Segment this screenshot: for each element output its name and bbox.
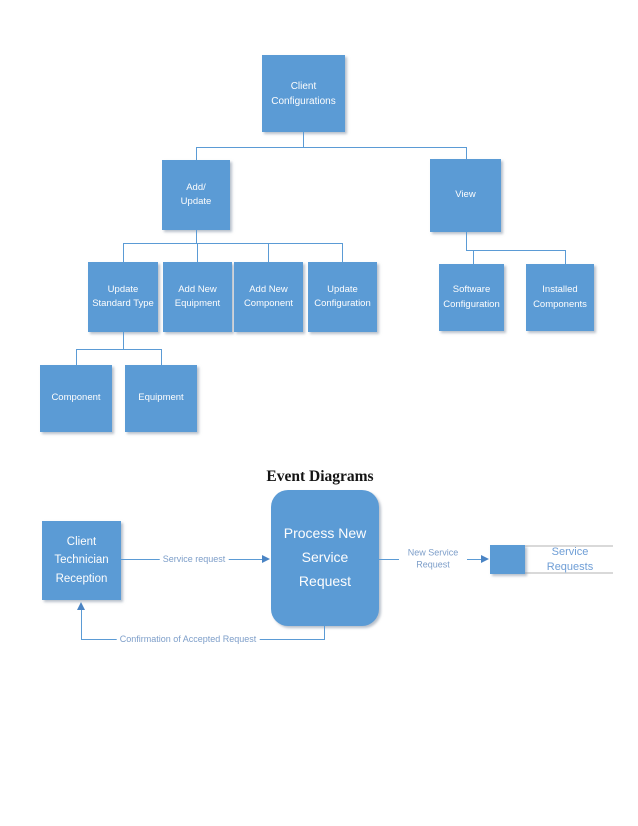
tree-node-equipment: Equipment: [125, 365, 197, 432]
arrow-head-right-icon: [481, 555, 489, 563]
connector-line: [303, 132, 304, 147]
flow-line-confirmation: [324, 626, 325, 640]
tree-node-update-standard-type: Update Standard Type: [88, 262, 158, 332]
tree-node-add-new-component: Add New Component: [234, 262, 303, 332]
data-store-id-box: [490, 545, 525, 574]
tree-node-installed-components: Installed Components: [526, 264, 594, 331]
connector-line: [466, 250, 565, 251]
connector-line: [197, 243, 198, 262]
flow-line-confirmation: [81, 610, 82, 640]
connector-line: [161, 349, 162, 365]
data-store-bottom-line: [490, 572, 613, 574]
data-store-top-line: [490, 545, 613, 547]
process-new-service-request: Process New Service Request: [271, 490, 379, 626]
connector-line: [123, 332, 124, 349]
connector-line: [123, 243, 124, 262]
flow-label-confirmation: Confirmation of Accepted Request: [116, 634, 260, 646]
connector-line: [466, 232, 467, 250]
connector-line: [123, 243, 343, 244]
tree-node-software-configuration: Software Configuration: [439, 264, 504, 331]
connector-line: [342, 243, 343, 262]
connector-line: [196, 147, 197, 160]
flow-label-new-service-request: New Service Request: [399, 547, 467, 571]
data-store-label: Service Requests: [546, 546, 594, 573]
tree-node-add-new-equipment: Add New Equipment: [163, 262, 232, 332]
connector-line: [76, 349, 77, 365]
connector-line: [196, 230, 197, 243]
connector-line: [473, 250, 474, 264]
connector-line: [196, 147, 466, 148]
tree-node-update-configuration: Update Configuration: [308, 262, 377, 332]
arrow-head-up-icon: [77, 602, 85, 610]
tree-node-add-update: Add/ Update: [162, 160, 230, 230]
arrow-head-right-icon: [262, 555, 270, 563]
section-title: Event Diagrams: [266, 468, 374, 485]
tree-node-view: View: [430, 159, 501, 232]
connector-line: [466, 147, 467, 160]
flow-label-service-request: Service request: [159, 554, 229, 566]
connector-line: [565, 250, 566, 264]
connector-line: [268, 243, 269, 262]
tree-node-component: Component: [40, 365, 112, 432]
connector-line: [76, 349, 161, 350]
external-entity-client-technician-reception: Client Technician Reception: [42, 521, 121, 600]
tree-node-client-configurations: Client Configurations: [262, 55, 345, 132]
